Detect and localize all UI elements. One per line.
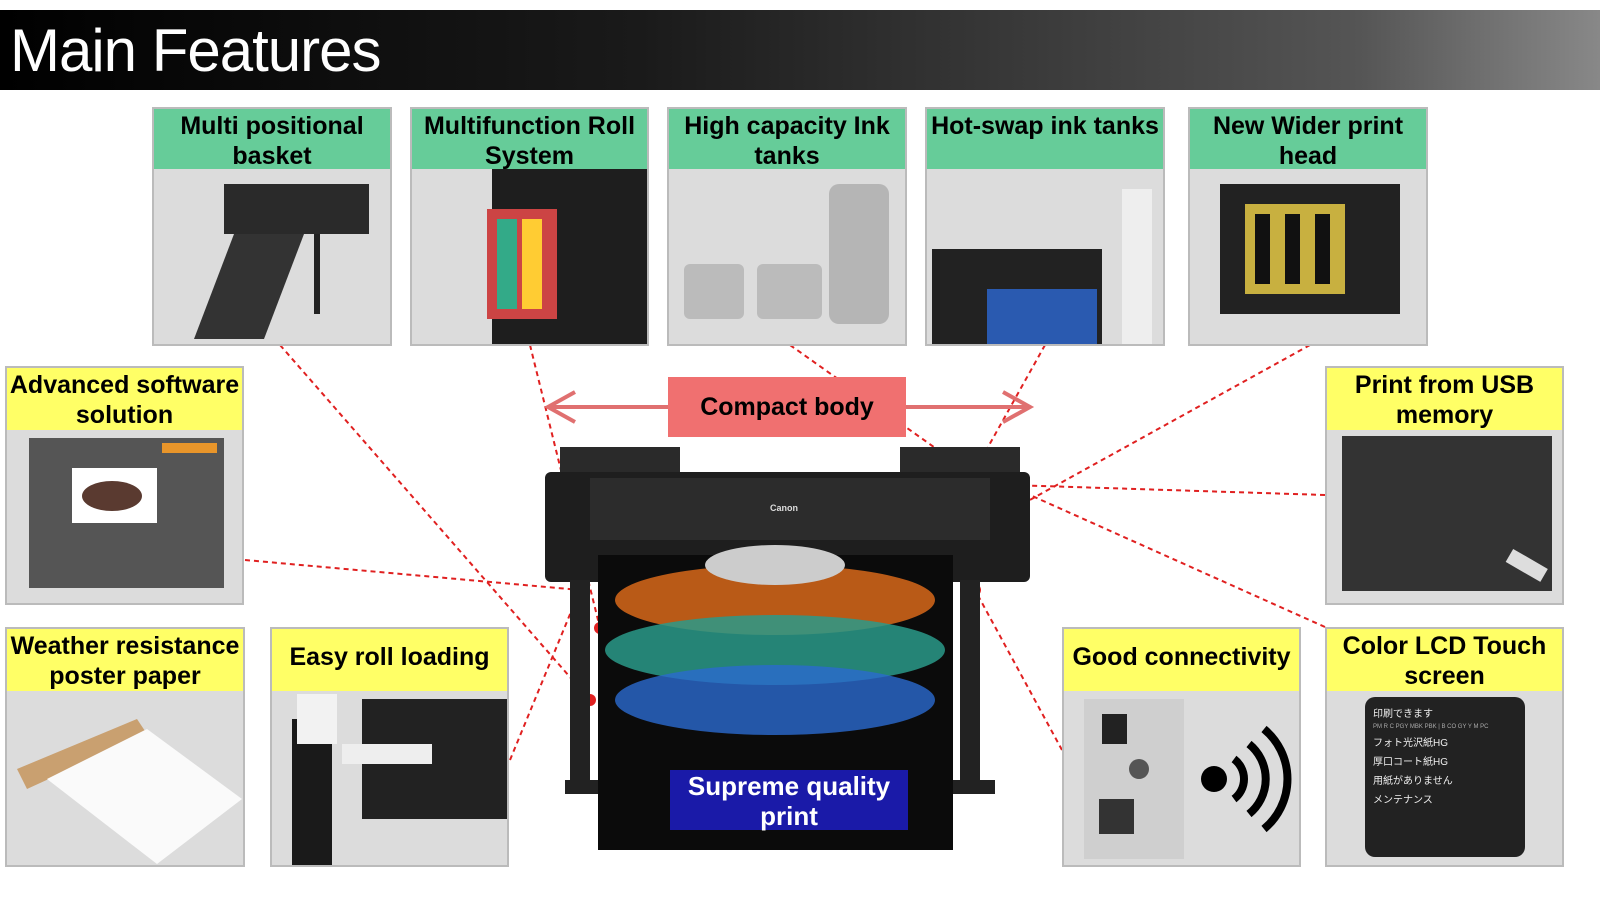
feature-hot-swap: Hot-swap ink tanks: [925, 107, 1165, 346]
supreme-quality-label: Supreme quality print: [670, 770, 908, 831]
feature-ink-tanks: High capacity Ink tanks: [667, 107, 907, 346]
feature-roll-loading: Easy roll loading: [270, 627, 509, 867]
connectivity-ports-image: [1084, 699, 1292, 859]
lcd-touch-screen: 印刷できます PM R C PGY MBK PBK | B CO GY Y M …: [1365, 697, 1525, 857]
software-screenshot: [29, 438, 224, 588]
roll-system-image: [487, 169, 647, 344]
usb-image: [1342, 436, 1552, 591]
poster-paper-image: [17, 719, 242, 864]
feature-software: Advanced software solution: [5, 366, 244, 605]
feature-usb: Print from USB memory: [1325, 366, 1564, 605]
ink-tanks-image: [684, 184, 889, 324]
feature-print-head: New Wider print head: [1188, 107, 1428, 346]
printer-brand: Canon: [770, 503, 798, 513]
feature-lcd: Color LCD Touch screen 印刷できます PM R C PGY…: [1325, 627, 1564, 867]
feature-connectivity: Good connectivity: [1062, 627, 1301, 867]
feature-weather-paper: Weather resistance poster paper: [5, 627, 245, 867]
roll-loading-image: [292, 694, 507, 865]
compact-body-label: Compact body: [668, 377, 906, 437]
print-head-image: [1220, 184, 1400, 314]
title-bar: Main Features: [0, 10, 1600, 90]
feature-roll-system: Multifunction Roll System: [410, 107, 649, 346]
page-title: Main Features: [10, 17, 381, 84]
feature-basket: Multi positional basket: [152, 107, 392, 346]
hot-swap-image: [932, 189, 1152, 344]
basket-printer-image: [194, 184, 369, 339]
compact-arrows: [543, 390, 1035, 424]
